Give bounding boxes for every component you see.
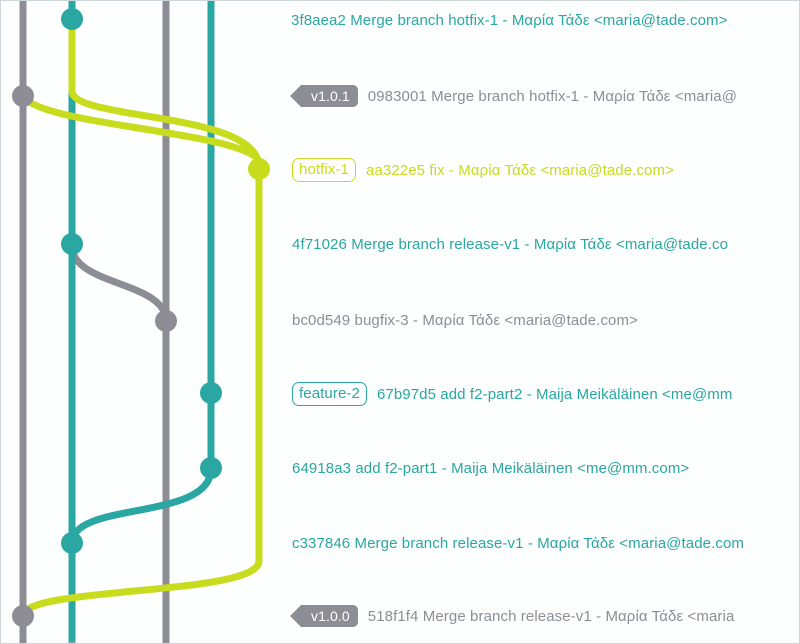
branch-curve-yellow-down <box>19 167 263 618</box>
commit-node-aa322e5[interactable] <box>248 158 270 180</box>
branch-tag[interactable]: hotfix-1 <box>292 158 356 182</box>
commit-text: 0983001 Merge branch hotfix-1 - Μαρία Τά… <box>367 87 738 105</box>
version-tag[interactable]: v1.0.1 <box>290 85 358 107</box>
commit-node-518f1f4[interactable] <box>12 605 34 627</box>
commit-text: c337846 Merge branch release-v1 - Μαρία … <box>292 534 744 552</box>
branch-curve-gray <box>68 245 170 322</box>
branch-curve-yellow-top <box>68 19 263 168</box>
branch-curve-teal <box>68 468 215 544</box>
commit-node-0983001[interactable] <box>12 85 34 107</box>
commit-node-3f8aea2[interactable] <box>61 8 83 30</box>
branch-curve-yellow-mid <box>20 93 262 164</box>
commit-row[interactable]: feature-2 67b97d5 add f2-part2 - Maija M… <box>292 379 732 409</box>
commit-node-c337846[interactable] <box>61 532 83 554</box>
commit-row[interactable]: 64918a3 add f2-part1 - Maija Meikäläinen… <box>292 453 689 483</box>
commit-text: 67b97d5 add f2-part2 - Maija Meikäläinen… <box>376 385 733 403</box>
version-tag[interactable]: v1.0.0 <box>290 605 358 627</box>
commit-row[interactable]: 3f8aea2 Merge branch hotfix-1 - Μαρία Τά… <box>291 5 727 35</box>
commit-row[interactable]: v1.0.0 518f1f4 Merge branch release-v1 -… <box>290 601 735 631</box>
commit-node-bc0d549[interactable] <box>155 310 177 332</box>
commit-text: 4f71026 Merge branch release-v1 - Μαρία … <box>292 235 729 253</box>
commit-text: aa322e5 fix - Μαρία Τάδε <maria@tade.com… <box>366 161 674 179</box>
commit-text: 518f1f4 Merge branch release-v1 - Μαρία … <box>367 607 735 625</box>
commit-row[interactable]: v1.0.1 0983001 Merge branch hotfix-1 - Μ… <box>290 81 738 111</box>
commit-node-64918a3[interactable] <box>200 457 222 479</box>
commit-row[interactable]: hotfix-1 aa322e5 fix - Μαρία Τάδε <maria… <box>292 155 674 185</box>
commit-text: 64918a3 add f2-part1 - Maija Meikäläinen… <box>292 459 690 477</box>
commit-text: bc0d549 bugfix-3 - Μαρία Τάδε <maria@tad… <box>292 311 638 329</box>
commit-node-67b97d5[interactable] <box>200 382 222 404</box>
commit-text: 3f8aea2 Merge branch hotfix-1 - Μαρία Τά… <box>291 11 728 29</box>
commit-row[interactable]: 4f71026 Merge branch release-v1 - Μαρία … <box>292 229 728 259</box>
branch-tag[interactable]: feature-2 <box>292 382 367 406</box>
commit-node-4f71026[interactable] <box>61 233 83 255</box>
commit-row[interactable]: c337846 Merge branch release-v1 - Μαρία … <box>292 528 744 558</box>
commit-row[interactable]: bc0d549 bugfix-3 - Μαρία Τάδε <maria@tad… <box>292 305 638 335</box>
